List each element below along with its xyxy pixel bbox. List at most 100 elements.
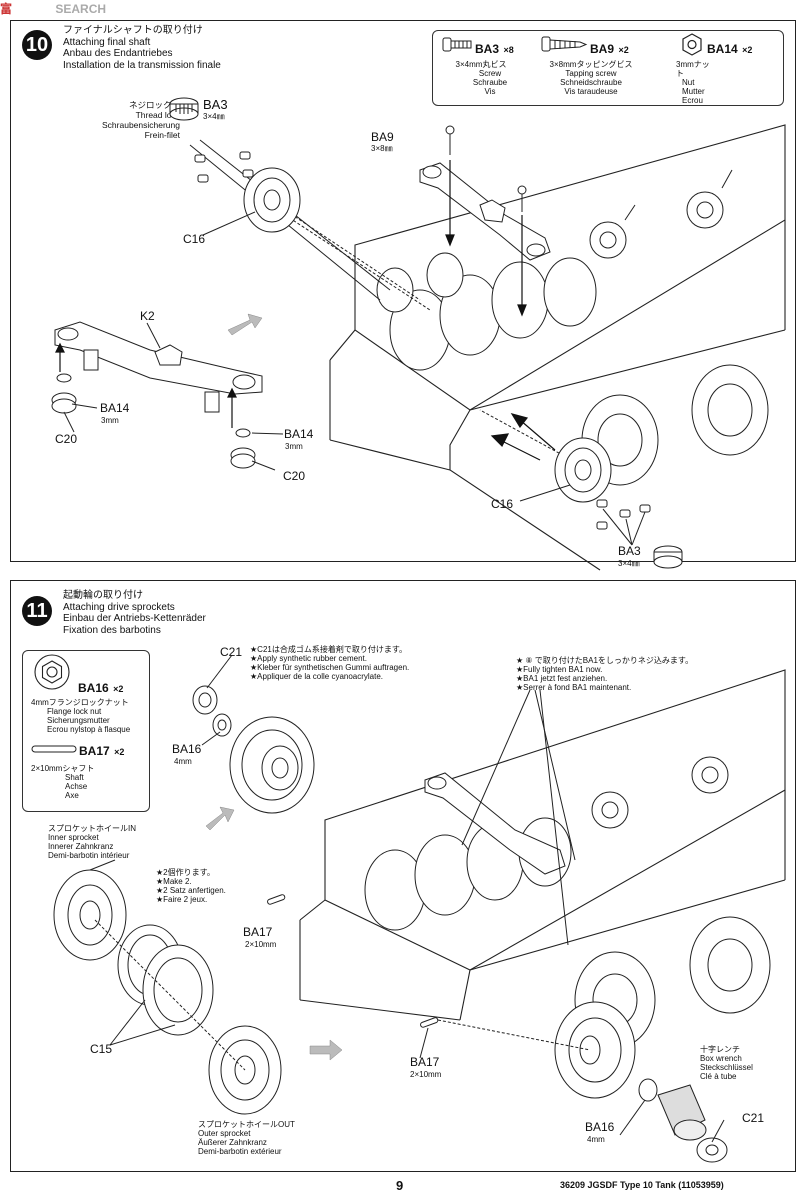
legend-ba9-code-text: BA9 (590, 42, 615, 56)
cement-note: ★C21は合成ゴム系接着剤で取り付けます。 ★Apply synthetic r… (250, 645, 409, 681)
legend-ba3-name-de: Schraube (472, 78, 508, 87)
ba3-screws-lower (596, 499, 651, 530)
ba16-bottom-size: 4mm (587, 1135, 605, 1144)
page-number: 9 (396, 1178, 404, 1193)
step10-number: 10 (22, 30, 52, 60)
ba16-top-size: 4mm (174, 757, 192, 766)
legend-ba9-code: BA9 ×2 (590, 40, 629, 58)
legend-ba16-qty: ×2 (113, 684, 124, 694)
ba16-nut-top (212, 713, 232, 737)
c16-right-label: C16 (491, 497, 514, 511)
outer-sprocket-fr: Demi-barbotin extérieur (198, 1147, 282, 1156)
watermark: 富 SEARCH (0, 0, 106, 17)
legend-ba9-size: 3×8mmタッピングビス (549, 60, 633, 69)
make2-note-fr: ★Faire 2 jeux. (156, 895, 208, 904)
make2-note-jp: ★2個作ります。 (156, 868, 215, 877)
legend-ba17-size: 2×10mmシャフト (31, 764, 95, 773)
ba17-shaft-icon (31, 745, 77, 753)
c20-left-label: C20 (55, 432, 78, 446)
inner-sprocket-en: Inner sprocket (48, 833, 99, 842)
ba16-top-label: BA16 (172, 742, 202, 756)
box-wrench-en: Box wrench (700, 1054, 742, 1063)
watermark-text: SEARCH (55, 2, 107, 16)
legend-ba14-name-fr: Ecrou (682, 96, 703, 105)
c21-cap-top (192, 685, 218, 715)
ba3-screw-icon (442, 37, 472, 52)
ba3-bottom-size: 3×4㎜ (618, 559, 640, 568)
step11-title-jp: 起動輪の取り付け (63, 590, 143, 601)
k2-label: K2 (140, 309, 155, 323)
watermark-logo: 富 (0, 2, 13, 16)
c16-final-drive-lower (554, 437, 612, 503)
make2-note: ★2個作ります。 ★Make 2. ★2 Satz anfertigen. ★F… (156, 868, 226, 904)
c16-left-label: C16 (183, 232, 206, 246)
suspension-arms (589, 169, 733, 259)
legend-ba9-name-fr: Vis taraudeuse (564, 87, 618, 96)
legend-ba16-code-text: BA16 (78, 681, 109, 695)
c21-cap-bottom (696, 1137, 728, 1163)
sprocket-installed-right (554, 1001, 636, 1099)
ba9-tapping-screw-icon (541, 36, 588, 52)
legend-ba17-name-fr: Axe (65, 791, 79, 800)
gearbox (376, 252, 597, 371)
outer-sprocket-jp: スプロケットホイールOUT (198, 1120, 295, 1129)
c20-right-label: C20 (283, 469, 306, 483)
legend-ba3-size: 3×4mm丸ビス (455, 60, 507, 69)
direction-arrow-icon-step11 (205, 806, 343, 1061)
ba16-bottom-label: BA16 (585, 1120, 615, 1134)
ba3-top-label: BA3 (203, 97, 228, 112)
legend-ba14-code: BA14 ×2 (707, 40, 752, 58)
insertion-arrows (55, 160, 556, 461)
legend-ba3-desc: 3×4mm丸ビス Screw Schraube Vis (441, 60, 521, 96)
direction-arrow-icon (227, 313, 263, 336)
box-wrench-label: 十字レンチ Box wrench Steckschlüssel Clé à tu… (700, 1045, 753, 1081)
ba14-left-size: 3mm (101, 416, 119, 425)
ba9-screws (445, 125, 527, 212)
box-wrench-de: Steckschlüssel (700, 1063, 753, 1072)
legend-ba17-qty: ×2 (114, 747, 125, 757)
box-wrench-jp: 十字レンチ (700, 1045, 740, 1054)
legend-ba17-name-de: Achse (65, 782, 88, 791)
k2-bracket-exploded (54, 321, 263, 413)
legend-ba17-name-en: Shaft (65, 773, 84, 782)
c16-final-drive-upper (243, 167, 301, 233)
thread-lock-note: ネジロック剤 Thread lock Schraubensicherung Fr… (98, 100, 180, 140)
ba14-right-size: 3mm (285, 442, 303, 451)
outer-sprocket-de: Äußerer Zahnkranz (198, 1138, 267, 1147)
ba3-top-size: 3×4㎜ (203, 112, 225, 121)
ba17-bottom-label: BA17 (410, 1055, 440, 1069)
box-wrench-fr: Clé à tube (700, 1072, 737, 1081)
ba9-label: BA9 (371, 130, 394, 144)
legend-ba16-size: 4mmフランジロックナット (31, 698, 129, 707)
legend-ba9-qty: ×2 (618, 45, 629, 55)
step10-parts-legend (432, 30, 784, 106)
step10-title-de: Anbau des Endantriebes (63, 48, 173, 59)
ba14-right-label: BA14 (284, 427, 314, 441)
legend-ba16-name-en: Flange lock nut (47, 707, 102, 716)
thread-lock-fr: Frein-filet (144, 130, 180, 140)
make2-note-de: ★2 Satz anfertigen. (156, 886, 226, 895)
ba3-bottom-label: BA3 (618, 544, 641, 558)
step11-title: 起動輪の取り付け Attaching drive sprockets Einba… (63, 590, 206, 636)
step11-title-en: Attaching drive sprockets (63, 601, 175, 613)
inner-sprocket-de: Innerer Zahnkranz (48, 842, 114, 851)
step11-title-fr: Fixation des barbotins (63, 624, 161, 636)
legend-ba17-code: BA17 ×2 (79, 742, 124, 760)
inner-sprocket-jp: スプロケットホイールIN (48, 824, 136, 833)
ba14-nut-icon (682, 33, 702, 56)
ba17-shaft-parts (267, 894, 439, 1028)
step11-number: 11 (22, 596, 52, 626)
legend-ba3-name-en: Screw (478, 69, 502, 78)
ba3-screws-upper (194, 151, 254, 183)
legend-ba16-name-de: Sicherungsmutter (47, 716, 110, 725)
sprocket-assembled-top (229, 716, 315, 814)
thread-lock-bottle-icon (169, 97, 199, 121)
c21-top-label: C21 (220, 645, 243, 659)
ba17-left-label: BA17 (243, 925, 273, 939)
ba17-bottom-size: 2×10mm (410, 1070, 442, 1079)
step10-title: ファイナルシャフトの取り付け Attaching final shaft Anb… (63, 25, 221, 71)
cement-note-fr: ★Appliquer de la colle cyanoacrylate. (250, 672, 384, 681)
ba16-nut-bottom (638, 1078, 658, 1102)
